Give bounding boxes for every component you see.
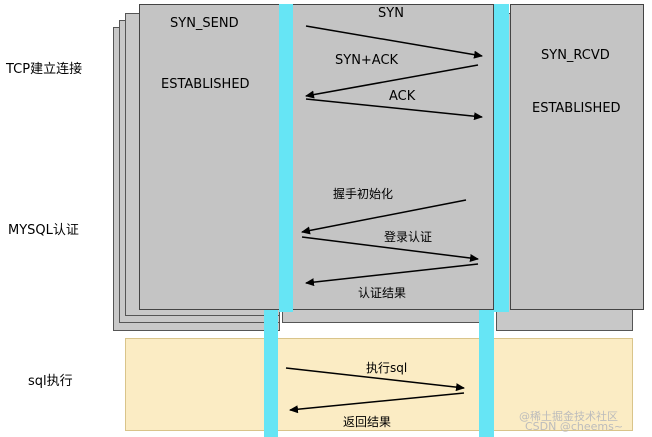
message-exec-sql: 执行sql xyxy=(366,361,408,375)
phase-label-sql: sql执行 xyxy=(28,374,73,389)
syn-arrow xyxy=(305,25,483,59)
server-panel xyxy=(510,4,644,310)
watermark-line1: @稀土掘金技术社区 xyxy=(519,410,618,423)
client-connection-bar xyxy=(279,4,293,312)
message-handshake-init: 握手初始化 xyxy=(333,187,394,201)
client-connection-bar-lower xyxy=(264,310,278,437)
message-ack: ACK xyxy=(389,89,416,104)
watermark-line2: CSDN @cheems~ xyxy=(525,420,624,433)
message-syn-ack: SYN+ACK xyxy=(335,53,399,68)
client-panel xyxy=(139,4,280,310)
server-connection-bar xyxy=(494,4,509,312)
message-syn: SYN xyxy=(378,6,404,21)
message-auth-result: 认证结果 xyxy=(358,286,407,300)
handshake-init-arrow xyxy=(301,199,467,235)
return-result-arrow xyxy=(289,392,465,414)
server-state-established: ESTABLISHED xyxy=(532,101,621,116)
server-connection-bar-lower xyxy=(479,310,494,437)
phase-label-tcp: TCP建立连接 xyxy=(6,62,83,77)
exec-sql-arrow xyxy=(285,367,465,392)
login-auth-arrow xyxy=(301,236,479,262)
phase-label-mysql: MYSQL认证 xyxy=(8,223,79,238)
client-state-established: ESTABLISHED xyxy=(161,77,250,92)
ack-arrow xyxy=(305,98,483,121)
sql-execution-panel xyxy=(125,338,633,431)
message-login-auth: 登录认证 xyxy=(384,230,433,244)
client-state-syn-send: SYN_SEND xyxy=(170,16,239,31)
auth-result-arrow xyxy=(305,263,479,287)
server-state-syn-rcvd: SYN_RCVD xyxy=(541,48,610,63)
message-return-result: 返回结果 xyxy=(343,415,392,429)
syn-ack-arrow xyxy=(305,64,479,99)
